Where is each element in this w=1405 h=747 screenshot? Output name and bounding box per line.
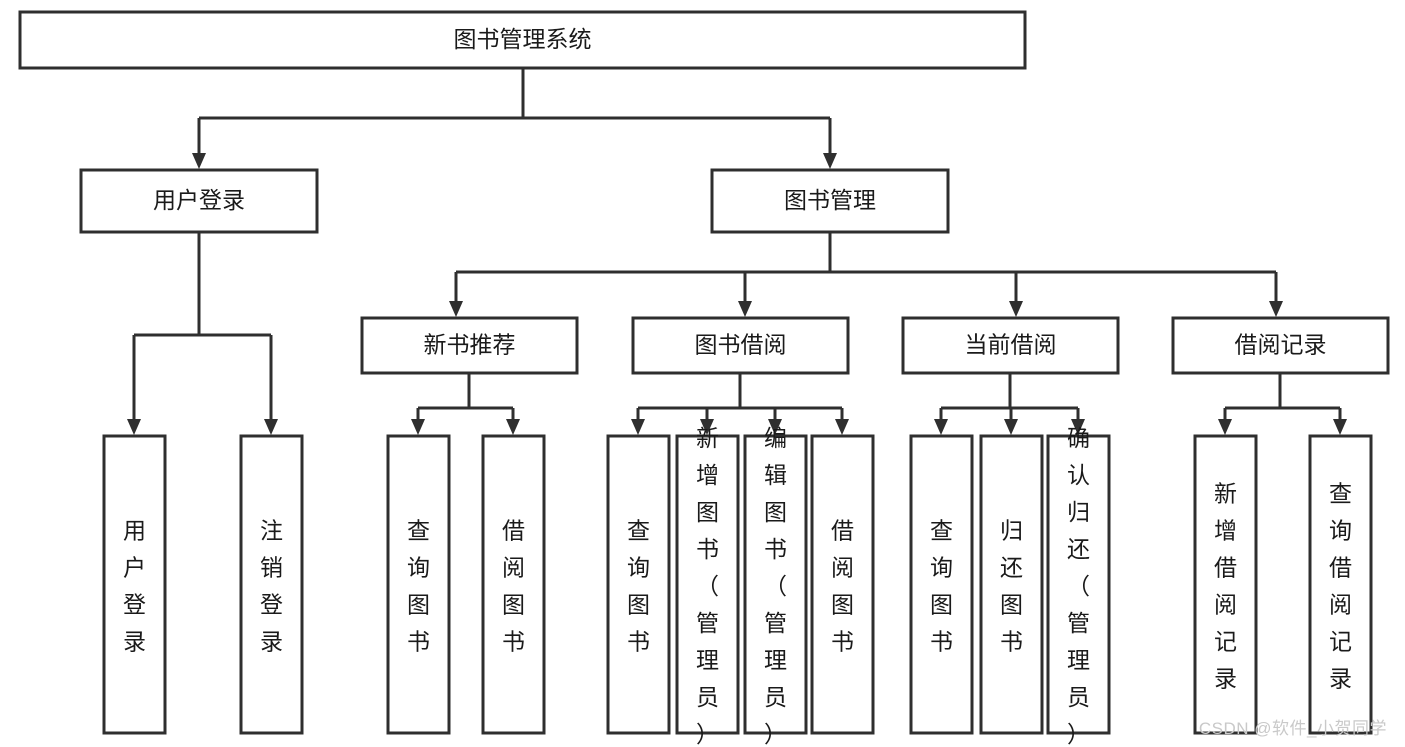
node-leaf-query-book-2[interactable]: 查询图书	[606, 434, 671, 735]
node-label: 用户登录	[153, 187, 245, 213]
node-leaf-borrow-book-1[interactable]: 借阅图书	[481, 434, 546, 735]
node-leaf-borrow-book-2[interactable]: 借阅图书	[810, 434, 875, 735]
node-leaf-confirm-return[interactable]: 确认归还（管理员）	[1046, 425, 1111, 747]
node-leaf-add-record[interactable]: 新增借阅记录	[1193, 434, 1258, 735]
node-book-manage[interactable]: 图书管理	[710, 168, 950, 234]
connector-bookmanage-to-level2	[449, 232, 1283, 317]
node-leaf-edit-book[interactable]: 编辑图书（管理员）	[743, 425, 808, 747]
node-label: 确认归还（管理员）	[1067, 425, 1090, 747]
connector-userlogin-to-leaves	[127, 232, 278, 435]
connector-layer	[127, 68, 1347, 435]
node-label: 新增借阅记录	[1214, 481, 1237, 692]
node-leaf-query-book-1[interactable]: 查询图书	[386, 434, 451, 735]
node-leaf-add-book[interactable]: 新增图书（管理员）	[675, 425, 740, 747]
node-user-login[interactable]: 用户登录	[79, 168, 319, 234]
connector-borrowrecord-to-leaves	[1218, 373, 1347, 435]
node-borrow-record[interactable]: 借阅记录	[1171, 316, 1390, 375]
node-label: 图书管理系统	[454, 26, 592, 52]
node-label: 新增图书（管理员）	[696, 425, 719, 747]
connector-bookborrow-to-leaves	[631, 373, 849, 435]
node-label: 图书管理	[784, 187, 876, 213]
node-label: 注销登录	[260, 518, 283, 655]
node-label: 用户登录	[123, 518, 146, 655]
node-layer: 图书管理系统用户登录图书管理新书推荐图书借阅当前借阅借阅记录用户登录注销登录查询…	[18, 10, 1390, 747]
node-label: 编辑图书（管理员）	[764, 425, 787, 747]
node-label: 查询借阅记录	[1329, 481, 1352, 692]
node-label: 查询图书	[930, 518, 953, 655]
connector-newbook-to-leaves	[411, 373, 520, 435]
connector-root-to-level1	[192, 68, 837, 169]
node-leaf-query-book-3[interactable]: 查询图书	[909, 434, 974, 735]
node-current-borrow[interactable]: 当前借阅	[901, 316, 1120, 375]
node-leaf-query-record[interactable]: 查询借阅记录	[1308, 434, 1373, 735]
node-book-borrow[interactable]: 图书借阅	[631, 316, 850, 375]
node-label: 新书推荐	[424, 332, 516, 358]
node-label: 查询图书	[627, 518, 650, 655]
node-label: 查询图书	[407, 518, 430, 655]
node-leaf-logout[interactable]: 注销登录	[239, 434, 304, 735]
node-label: 图书借阅	[695, 332, 787, 358]
node-leaf-return-book[interactable]: 归还图书	[979, 434, 1044, 735]
node-label: 借阅记录	[1235, 332, 1327, 358]
node-label: 归还图书	[1000, 518, 1023, 655]
node-leaf-user-login[interactable]: 用户登录	[102, 434, 167, 735]
node-label: 借阅图书	[831, 518, 854, 655]
node-root[interactable]: 图书管理系统	[18, 10, 1027, 70]
connector-currentborrow-to-leaves	[934, 373, 1085, 435]
node-label: 借阅图书	[502, 518, 525, 655]
node-label: 当前借阅	[965, 332, 1057, 358]
node-new-book-rec[interactable]: 新书推荐	[360, 316, 579, 375]
